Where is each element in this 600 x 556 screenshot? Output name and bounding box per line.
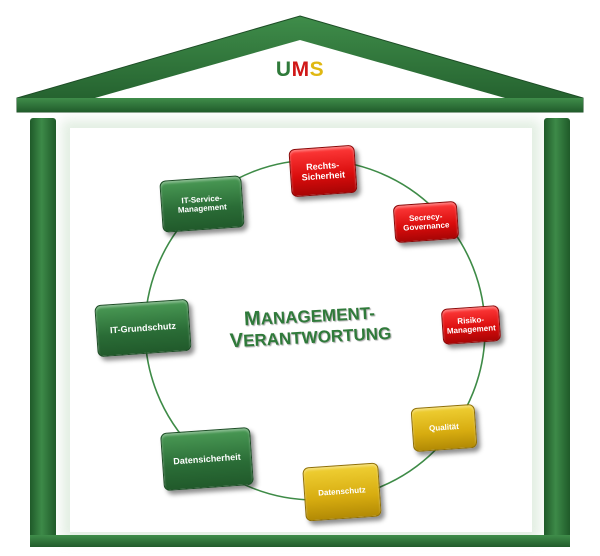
node-label: Qualität xyxy=(428,422,460,434)
node-rechts-sicherheit: Rechts- Sicherheit xyxy=(288,144,358,198)
ums-logo: UMS xyxy=(262,58,338,82)
node-secrecy-governance: Secrecy- Governance xyxy=(392,200,460,244)
logo-letter-s: S xyxy=(309,58,325,81)
node-it-grundschutz: IT-Grundschutz xyxy=(94,298,192,358)
roof-gable xyxy=(95,40,505,98)
node-label: Risiko- Management xyxy=(446,314,497,336)
node-label: Secrecy- Governance xyxy=(402,211,450,233)
floor-beam xyxy=(30,535,570,547)
center-title-line1-initial: M xyxy=(243,307,262,331)
node-datenschutz: Datenschutz xyxy=(302,462,382,522)
node-label: IT-Grundschutz xyxy=(109,320,177,336)
node-it-service-management: IT-Service- Management xyxy=(159,175,245,233)
roof-beam xyxy=(17,98,583,112)
right-pillar xyxy=(544,118,570,546)
node-risiko-management: Risiko- Management xyxy=(440,305,502,345)
logo-letter-m: M xyxy=(291,58,310,81)
center-title-line2-initial: V xyxy=(229,329,244,353)
node-label: Rechts- Sicherheit xyxy=(301,159,346,183)
node-label: IT-Service- Management xyxy=(177,193,228,215)
logo-letter-u: U xyxy=(275,58,292,81)
node-label: Datensicherheit xyxy=(172,451,242,467)
node-datensicherheit: Datensicherheit xyxy=(160,426,254,492)
node-qualitaet: Qualität xyxy=(410,403,478,453)
left-pillar xyxy=(30,118,56,546)
node-label: Datenschutz xyxy=(317,485,367,499)
